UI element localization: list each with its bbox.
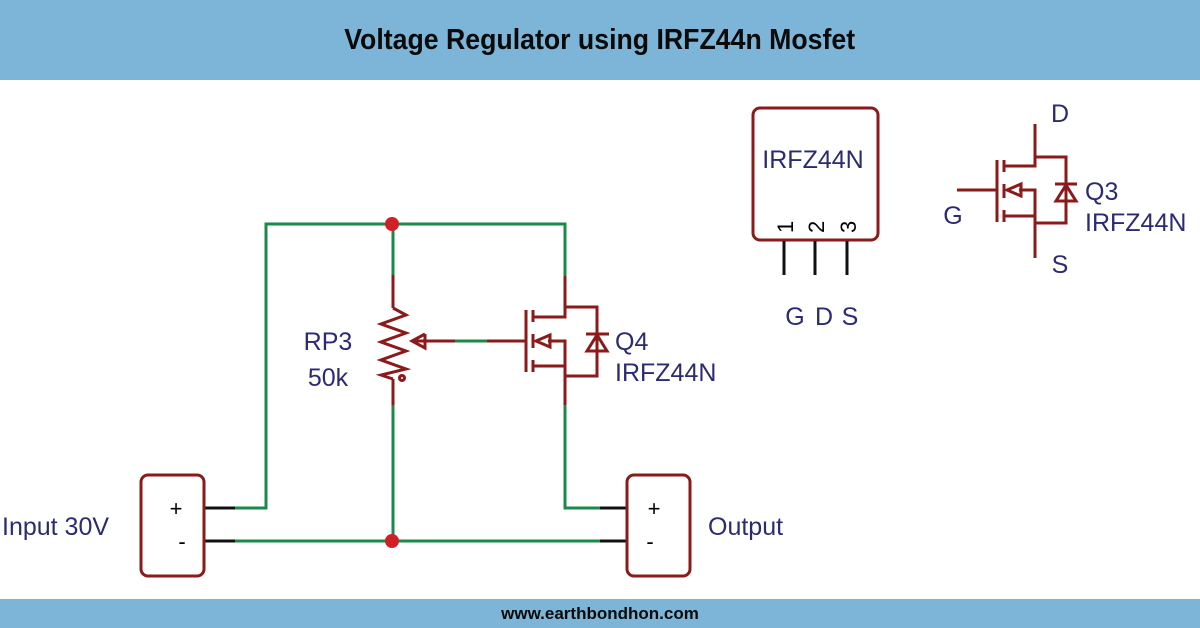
input-plus-sign: +	[170, 496, 183, 521]
title-banner: Voltage Regulator using IRFZ44n Mosfet	[0, 0, 1200, 80]
input-label: Input 30V	[2, 513, 109, 541]
wires	[235, 222, 600, 543]
pot-ref: RP3	[304, 328, 353, 356]
pin-name-s: S	[842, 303, 859, 331]
wire-source-output	[563, 405, 600, 510]
pin-number-3: 3	[836, 221, 861, 233]
pin-number-1: 1	[773, 221, 798, 233]
page-title: Voltage Regulator using IRFZ44n Mosfet	[344, 23, 856, 56]
terminal-leads	[203, 506, 627, 543]
symbol-source-label: S	[1052, 251, 1069, 279]
symbol-gate-label: G	[943, 202, 962, 230]
pot-value: 50k	[308, 364, 349, 392]
package-part: IRFZ44N	[762, 146, 863, 174]
output-connector	[625, 473, 692, 578]
output-label: Output	[708, 513, 783, 541]
package-pins	[782, 241, 849, 275]
mosfet-q4-symbol	[487, 276, 610, 405]
mosfet-part: IRFZ44N	[615, 359, 716, 387]
output-plus-sign: +	[648, 496, 661, 521]
potentiometer-symbol	[375, 275, 455, 405]
junction-bottom	[385, 534, 399, 548]
pin-number-2: 2	[804, 221, 829, 233]
package-outline	[751, 106, 880, 242]
symbol-ref: Q3	[1085, 178, 1118, 206]
pin-name-d: D	[815, 303, 833, 331]
symbol-drain-label: D	[1051, 100, 1069, 128]
input-minus-sign: -	[178, 529, 185, 554]
pin-name-g: G	[785, 303, 804, 331]
mosfet-ref: Q4	[615, 328, 648, 356]
mosfet-q3-symbol	[957, 124, 1079, 258]
package-pin-numbers: 1 2 3	[773, 221, 861, 233]
website-link[interactable]: www.earthbondhon.com	[501, 603, 699, 623]
output-minus-sign: -	[646, 529, 653, 554]
footer-banner: www.earthbondhon.com	[0, 599, 1200, 628]
input-connector	[139, 473, 206, 578]
symbol-part: IRFZ44N	[1085, 209, 1186, 237]
junction-top	[385, 217, 399, 231]
wire-input-positive	[235, 222, 567, 510]
